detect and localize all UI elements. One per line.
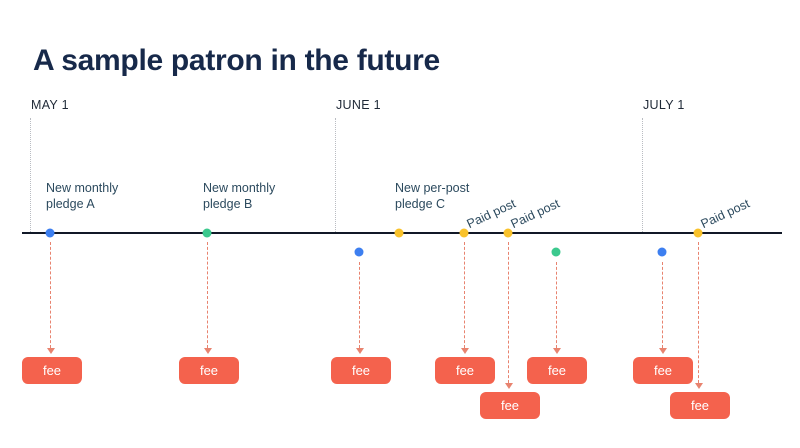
- date-label: JUNE 1: [336, 98, 381, 112]
- event-dot-pledge-c[interactable]: [394, 228, 404, 238]
- event-label-line: pledge A: [46, 197, 95, 211]
- event-label-line: pledge B: [203, 197, 253, 211]
- event-dot-paid-post-2[interactable]: [503, 228, 513, 238]
- date-gridline: [642, 118, 643, 232]
- event-label-paid-post-3: Paid post: [698, 196, 752, 232]
- event-dot-paid-post-3[interactable]: [693, 228, 703, 238]
- event-label-paid-post-1: Paid post: [464, 196, 518, 232]
- date-label: MAY 1: [31, 98, 69, 112]
- date-gridline: [30, 118, 31, 232]
- fee-chip[interactable]: fee: [670, 392, 730, 419]
- event-dot-pledge-b[interactable]: [202, 228, 212, 238]
- fee-chip[interactable]: fee: [435, 357, 495, 384]
- fee-connector-arrow-icon: [659, 348, 667, 354]
- fee-connector: [698, 242, 699, 383]
- fee-chip[interactable]: fee: [527, 357, 587, 384]
- fee-connector: [556, 262, 557, 348]
- fee-connector: [662, 262, 663, 348]
- fee-connector-arrow-icon: [695, 383, 703, 389]
- fee-connector: [464, 242, 465, 348]
- date-gridline: [335, 118, 336, 232]
- fee-chip[interactable]: fee: [480, 392, 540, 419]
- event-label-line: pledge C: [395, 197, 446, 211]
- event-label-pledge-a: New monthly pledge A: [46, 180, 118, 212]
- fee-chip[interactable]: fee: [22, 357, 82, 384]
- fee-connector-arrow-icon: [47, 348, 55, 354]
- event-dot-post-1[interactable]: [354, 247, 364, 257]
- fee-connector: [50, 242, 51, 348]
- fee-chip[interactable]: fee: [331, 357, 391, 384]
- event-label-line: New per-post: [395, 181, 470, 195]
- fee-chip[interactable]: fee: [633, 357, 693, 384]
- event-label-pledge-c: New per-post pledge C: [395, 180, 469, 212]
- fee-connector: [359, 262, 360, 348]
- fee-connector: [207, 242, 208, 348]
- event-label-paid-post-2: Paid post: [508, 196, 562, 232]
- event-label-line: New monthly: [203, 181, 276, 195]
- event-dot-pledge-a[interactable]: [45, 228, 55, 238]
- event-label-pledge-b: New monthly pledge B: [203, 180, 275, 212]
- fee-connector-arrow-icon: [505, 383, 513, 389]
- fee-connector-arrow-icon: [204, 348, 212, 354]
- event-dot-post-3[interactable]: [657, 247, 667, 257]
- event-dot-post-2[interactable]: [551, 247, 561, 257]
- page-title: A sample patron in the future: [33, 44, 440, 77]
- fee-chip[interactable]: fee: [179, 357, 239, 384]
- event-dot-paid-post-1[interactable]: [459, 228, 469, 238]
- date-label: JULY 1: [643, 98, 685, 112]
- fee-connector-arrow-icon: [461, 348, 469, 354]
- fee-connector-arrow-icon: [553, 348, 561, 354]
- fee-connector-arrow-icon: [356, 348, 364, 354]
- event-label-line: New monthly: [46, 181, 119, 195]
- fee-connector: [508, 242, 509, 383]
